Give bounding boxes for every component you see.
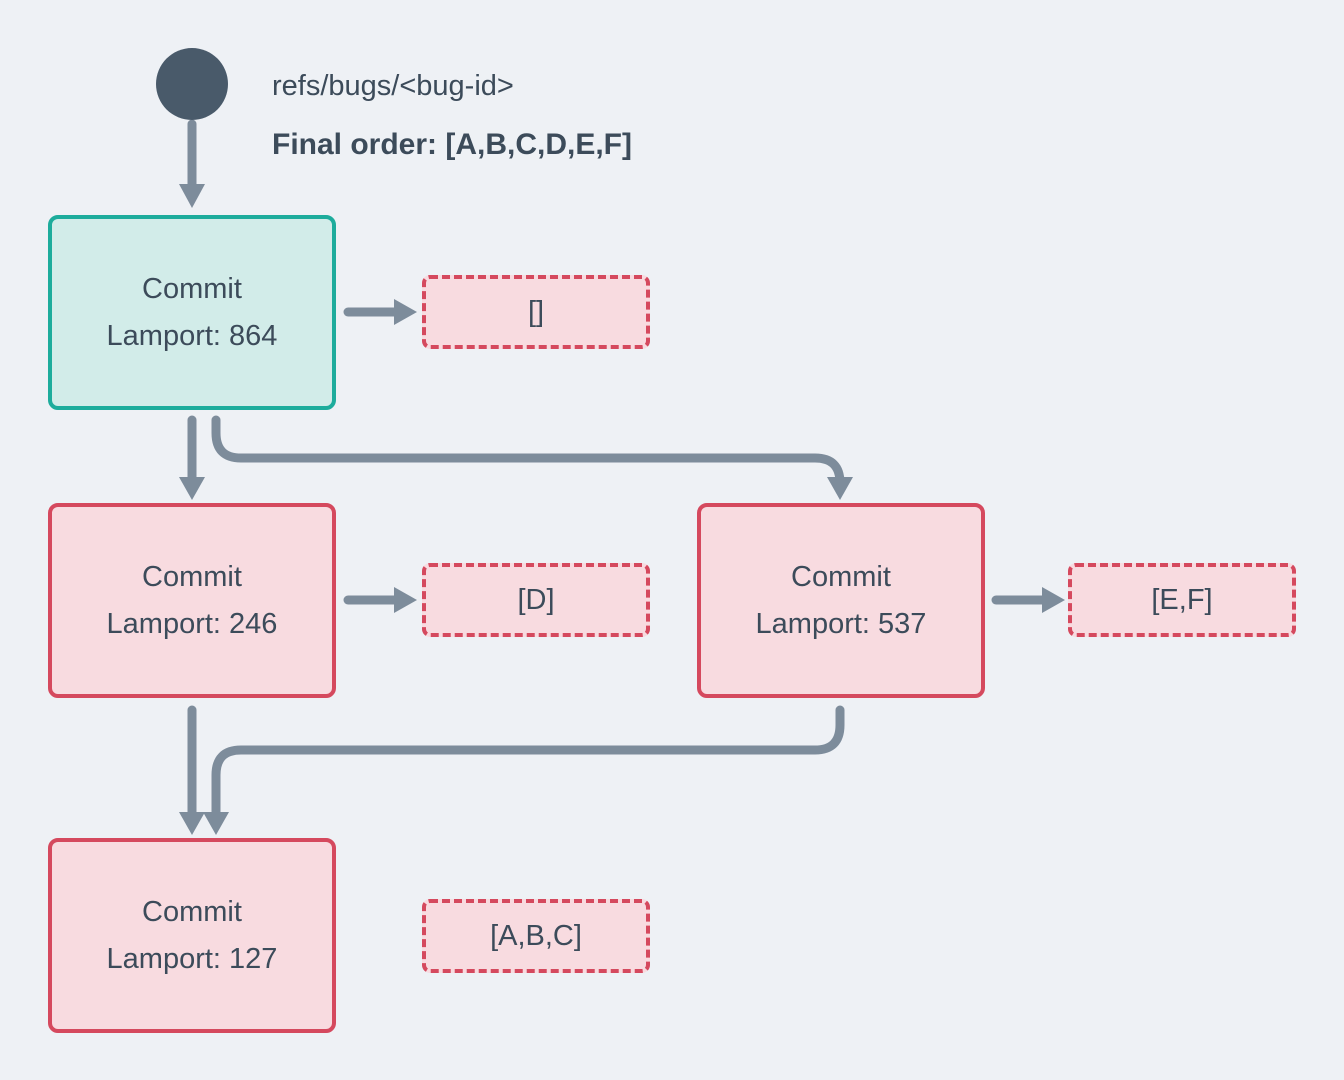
commit-lamport: Lamport: 537 — [755, 608, 927, 640]
commit-title: Commit — [142, 273, 242, 305]
commit-title: Commit — [791, 561, 891, 593]
edge-commit-864-to-commit-537 — [211, 415, 853, 500]
edge-commit-537-to-payload-ef — [991, 587, 1065, 613]
arrowhead-right-icon — [394, 587, 417, 613]
arrowhead-down-icon — [827, 477, 853, 500]
commit-lamport: Lamport: 127 — [106, 943, 278, 975]
edge-commit-246-to-commit-127 — [179, 705, 205, 835]
commit-lamport: Lamport: 864 — [106, 320, 278, 352]
payload-label: [E,F] — [1151, 583, 1213, 616]
commit-title: Commit — [142, 561, 242, 593]
payload-box-abc: [A,B,C] — [422, 899, 650, 973]
edge-commit-537-to-commit-127 — [203, 705, 845, 835]
ref-circle-icon — [156, 48, 228, 120]
arrowhead-right-icon — [394, 299, 417, 325]
payload-box-d: [D] — [422, 563, 650, 637]
commit-node-864: Commit Lamport: 864 — [48, 215, 336, 410]
arrowhead-down-icon — [203, 812, 229, 835]
arrowhead-down-icon — [179, 812, 205, 835]
final-order-label: Final order: [A,B,C,D,E,F] — [272, 128, 632, 161]
commit-node-537: Commit Lamport: 537 — [697, 503, 985, 698]
edge-commit-246-to-payload-d — [343, 587, 417, 613]
payload-label: [A,B,C] — [490, 919, 582, 952]
commit-title: Commit — [142, 896, 242, 928]
edge-commit-864-to-commit-246 — [179, 415, 205, 500]
payload-label: [] — [527, 295, 545, 328]
payload-box-empty: [] — [422, 275, 650, 349]
ref-label: refs/bugs/<bug-id> — [272, 70, 514, 102]
commit-node-127: Commit Lamport: 127 — [48, 838, 336, 1033]
commit-node-246: Commit Lamport: 246 — [48, 503, 336, 698]
arrowhead-down-icon — [179, 184, 205, 208]
payload-label: [D] — [517, 583, 555, 616]
edge-ref-to-commit-864 — [179, 119, 205, 208]
payload-box-ef: [E,F] — [1068, 563, 1296, 637]
arrowhead-right-icon — [1042, 587, 1065, 613]
arrowhead-down-icon — [179, 477, 205, 500]
commit-lamport: Lamport: 246 — [106, 608, 278, 640]
edge-commit-864-to-payload-empty — [343, 299, 417, 325]
